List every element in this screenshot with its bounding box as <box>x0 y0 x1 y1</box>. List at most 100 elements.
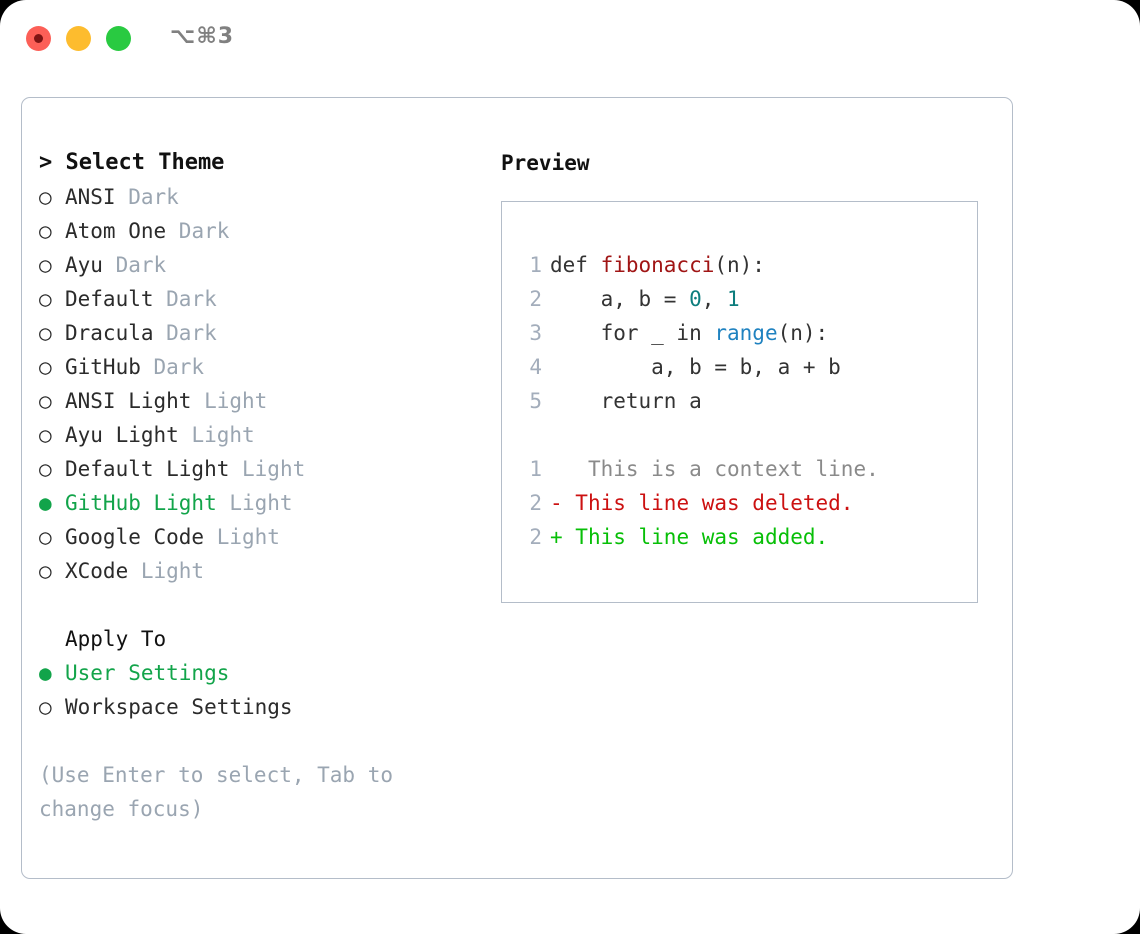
line-number: 5 <box>529 389 542 413</box>
theme-variant-label: Dark <box>115 185 179 209</box>
theme-variant-label: Dark <box>140 355 205 379</box>
radio-selected-icon: ● <box>39 661 52 685</box>
theme-list-item[interactable]: ○ Google Code Light <box>39 520 479 554</box>
zoom-button-icon[interactable] <box>106 26 131 51</box>
theme-list-item[interactable]: ○Dracula Dark <box>39 316 479 350</box>
radio-unselected-icon: ○ <box>39 287 52 311</box>
theme-selection-column: > Select Theme ○ANSI Dark○Atom One Dark○… <box>39 146 479 826</box>
code-token: a, b = <box>550 287 690 311</box>
code-token: , <box>701 287 728 311</box>
diff-line: 2- This line was deleted. <box>502 486 977 520</box>
theme-name-label: Google Code <box>65 525 205 549</box>
theme-variant-label: Dark <box>166 219 230 243</box>
apply-to-label: User Settings <box>65 661 230 685</box>
theme-list-item[interactable]: ○ ANSI Light Light <box>39 384 479 418</box>
diff-text: This is a context line. <box>562 457 879 481</box>
apply-to-list[interactable]: ● User Settings ○ Workspace Settings <box>39 656 479 724</box>
diff-marker: - <box>550 491 563 515</box>
code-line: 2 a, b = 0, 1 <box>502 282 977 316</box>
radio-selected-icon: ● <box>39 491 52 515</box>
close-button-icon[interactable] <box>26 26 51 51</box>
spacer <box>502 418 977 452</box>
minimize-button-icon[interactable] <box>66 26 91 51</box>
title-bar: ⌥⌘3 <box>0 0 1140 76</box>
code-token: 1 <box>727 287 740 311</box>
diff-line: 2 + This line was added. <box>502 520 977 554</box>
diff-text: This line was added. <box>562 525 829 549</box>
code-line: 5 return a <box>502 384 977 418</box>
theme-variant-label: Light <box>178 423 255 447</box>
theme-name-label: Ayu <box>65 253 103 277</box>
diff-text: This line was deleted. <box>562 491 854 515</box>
line-number: 2 <box>529 491 542 515</box>
theme-list-item[interactable]: ○ Ayu Dark <box>39 248 479 282</box>
line-number: 2 <box>529 287 542 311</box>
theme-name-label: ANSI <box>65 185 116 209</box>
theme-variant-label: Light <box>204 525 280 549</box>
radio-unselected-icon: ○ <box>39 457 52 481</box>
code-token: def <box>550 253 601 277</box>
theme-list-item[interactable]: ● GitHub Light Light <box>39 486 479 520</box>
diff-sample: 1 This is a context line.2- This line wa… <box>502 452 977 554</box>
line-number: 1 <box>529 457 542 481</box>
theme-name-label: ANSI Light <box>65 389 192 413</box>
code-token: for _ in <box>550 321 715 345</box>
code-token: fibonacci <box>600 253 715 277</box>
line-number: 3 <box>529 321 542 345</box>
radio-unselected-icon: ○ <box>39 559 52 583</box>
theme-list-item[interactable]: ○ Default Dark <box>39 282 479 316</box>
theme-list-item[interactable]: ○ Atom One Dark <box>39 214 479 248</box>
diff-line: 1 This is a context line. <box>502 452 977 486</box>
code-line: 4 a, b = b, a + b <box>502 350 977 384</box>
theme-name-label: GitHub <box>65 355 141 379</box>
apply-to-section: Apply To ● User Settings ○ Workspace Settin… <box>39 622 479 724</box>
theme-name-label: Default Light <box>65 457 230 481</box>
code-token: range <box>714 321 778 345</box>
radio-unselected-icon: ○ <box>39 185 52 209</box>
theme-name-label: GitHub Light <box>65 491 217 515</box>
theme-variant-label: Light <box>216 491 293 515</box>
theme-variant-label: Light <box>191 389 268 413</box>
radio-unselected-icon: ○ <box>39 389 52 413</box>
theme-name-label: Atom One <box>65 219 167 243</box>
select-theme-heading: > Select Theme <box>39 150 225 175</box>
line-number: 4 <box>529 355 542 379</box>
code-line: 3 for _ in range(n): <box>502 316 977 350</box>
code-token: return a <box>550 389 702 413</box>
theme-name-label: Ayu Light <box>65 423 179 447</box>
diff-marker: + <box>550 525 563 549</box>
radio-unselected-icon: ○ <box>39 355 52 379</box>
theme-list-item[interactable]: ○Ayu Light Light <box>39 418 479 452</box>
theme-name-label: Dracula <box>65 321 154 345</box>
theme-name-label: Default <box>65 287 154 311</box>
keyboard-shortcut-label: ⌥⌘3 <box>170 24 235 49</box>
theme-list[interactable]: ○ ANSI Dark ○ Atom One Dark ○ Ayu Dark ○ Defaul… <box>39 180 479 588</box>
radio-unselected-icon: ○ <box>39 525 52 549</box>
radio-unselected-icon: ○ <box>39 219 52 243</box>
keyboard-hint-text: (Use Enter to select, Tab to change focu… <box>39 763 406 821</box>
code-token: (n): <box>714 253 765 277</box>
apply-to-label: Workspace Settings <box>65 695 293 719</box>
apply-to-item[interactable]: ○ Workspace Settings <box>39 690 479 724</box>
theme-list-item[interactable]: ○ Default Light Light <box>39 452 479 486</box>
theme-variant-label: Light <box>229 457 306 481</box>
radio-unselected-icon: ○ <box>39 695 52 719</box>
main-panel: > Select Theme ○ANSI Dark○Atom One Dark○… <box>21 97 1013 879</box>
radio-unselected-icon: ○ <box>39 321 52 345</box>
radio-unselected-icon: ○ <box>39 253 52 277</box>
apply-to-item[interactable]: ● User Settings <box>39 656 479 690</box>
theme-variant-label: Light <box>128 559 205 583</box>
theme-variant-label: Dark <box>153 287 217 311</box>
theme-list-item[interactable]: ○ XCode Light <box>39 554 479 588</box>
theme-variant-label: Dark <box>102 253 167 277</box>
apply-to-heading: Apply To <box>65 627 167 651</box>
line-number: 2 <box>529 525 542 549</box>
diff-marker <box>550 457 563 481</box>
theme-list-item[interactable]: ○ ANSI Dark <box>39 180 479 214</box>
theme-name-label: XCode <box>65 559 129 583</box>
theme-list-item[interactable]: ○ GitHub Dark <box>39 350 479 384</box>
